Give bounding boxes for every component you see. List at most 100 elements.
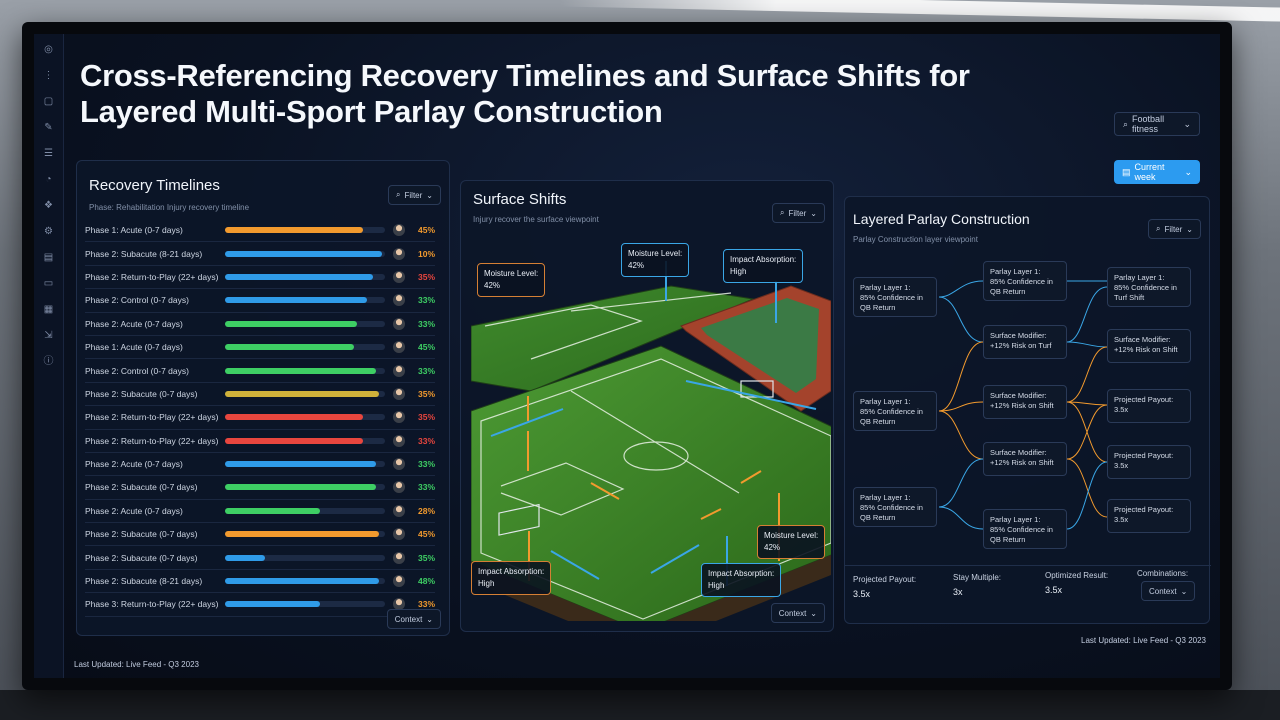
- impact-callout-2[interactable]: Impact Absorption: High: [471, 561, 552, 595]
- recovery-row[interactable]: Phase 2: Return-to-Play (22+ days)33%: [85, 430, 435, 453]
- top-select[interactable]: ⌕ Football fitness ⌄: [1114, 112, 1200, 136]
- surface-context-label: Context: [778, 608, 807, 618]
- recovery-row[interactable]: Phase 2: Subacute (0-7 days)35%: [85, 546, 435, 570]
- recovery-row-label: Phase 2: Acute (0-7 days): [85, 459, 183, 470]
- recovery-row[interactable]: Phase 1: Acute (0-7 days) 45%: [85, 219, 435, 243]
- footer-right: Last Updated: Live Feed - Q3 2023: [1081, 636, 1206, 645]
- export-icon[interactable]: ⇲: [44, 330, 53, 341]
- recovery-progress-fill: [225, 227, 364, 234]
- parlay-node-a3[interactable]: Parlay Layer 1: 85% Confidence in QB Ret…: [853, 487, 937, 527]
- settings-icon[interactable]: ⚙: [44, 226, 53, 237]
- recovery-progress-track: [225, 554, 385, 561]
- pitch-lines: [480, 292, 831, 620]
- surface-subtitle: Injury recover the surface viewpoint: [473, 215, 599, 224]
- parlay-node-c2[interactable]: Surface Modifier: +12% Risk on Shift: [1107, 329, 1191, 363]
- dashboard-icon[interactable]: ◎: [44, 44, 53, 55]
- recovery-row-percent: 45%: [417, 225, 435, 236]
- chevron-down-icon: ⌄: [1184, 166, 1192, 177]
- parlay-node-a1[interactable]: Parlay Layer 1: 85% Confidence in QB Ret…: [853, 277, 937, 317]
- layers-icon[interactable]: ❖: [44, 200, 53, 211]
- parlay-node-c3[interactable]: Projected Payout: 3.5x: [1107, 389, 1191, 423]
- recovery-row[interactable]: Phase 2: Subacute (0-7 days)35%: [85, 383, 435, 407]
- recovery-row[interactable]: Phase 2: Return-to-Play (22+ days)35%: [85, 406, 435, 430]
- parlay-panel: Layered Parlay Construction Parlay Const…: [844, 196, 1211, 624]
- recovery-progress-fill: [225, 484, 376, 491]
- recovery-row-percent: 33%: [417, 482, 435, 493]
- info-icon[interactable]: ⓘ: [43, 356, 54, 367]
- recovery-row-label: Phase 2: Return-to-Play (22+ days): [85, 412, 219, 423]
- search-icon: ⌕: [1123, 118, 1129, 129]
- recovery-row[interactable]: Phase 2: Subacute (8-21 days)48%: [85, 570, 435, 594]
- surface-context-dropdown[interactable]: Context ⌄: [770, 603, 825, 623]
- desk-edge: [0, 690, 1280, 720]
- recovery-row[interactable]: Phase 2: Subacute (0-7 days)33%: [85, 476, 435, 500]
- recovery-row[interactable]: Phase 2: Acute (0-7 days)33%: [85, 453, 435, 477]
- recovery-subtitle: Phase: Rehabilitation Injury recovery ti…: [89, 203, 250, 212]
- stat-label-0: Projected Payout:: [853, 575, 917, 584]
- parlay-node-b2[interactable]: Surface Modifier: +12% Risk on Turf: [983, 325, 1067, 359]
- impact-callout-1[interactable]: Impact Absorption: High: [723, 249, 804, 283]
- surface-title: Surface Shifts: [473, 191, 567, 208]
- recovery-row-percent: 33%: [417, 435, 435, 446]
- parlay-node-b5[interactable]: Parlay Layer 1: 85% Confidence in QB Ret…: [983, 509, 1067, 549]
- parlay-node-a2[interactable]: Parlay Layer 1: 85% Confidence in QB Ret…: [853, 391, 937, 431]
- recovery-row-percent: 33%: [417, 599, 435, 610]
- chevron-down-icon: ⌄: [810, 208, 817, 218]
- recovery-progress-fill: [225, 461, 376, 468]
- folder-icon[interactable]: ▭: [43, 278, 54, 289]
- recovery-progress-track: [225, 484, 385, 491]
- pen-icon[interactable]: ✎: [44, 122, 53, 133]
- recovery-filter[interactable]: ⌕ Filter ⌄: [388, 185, 441, 205]
- parlay-node-c4[interactable]: Projected Payout: 3.5x: [1107, 445, 1191, 479]
- recovery-row-label: Phase 1: Acute (0-7 days): [85, 225, 183, 236]
- recovery-row-label: Phase 2: Subacute (0-7 days): [85, 388, 198, 399]
- parlay-node-c1[interactable]: Parlay Layer 1: 85% Confidence in Turf S…: [1107, 267, 1191, 307]
- recovery-row[interactable]: Phase 3: Return-to-Play (22+ days)33%: [85, 593, 435, 617]
- moisture-callout-2[interactable]: Moisture Level: 42%: [621, 243, 690, 277]
- avatar: [393, 364, 405, 377]
- parlay-node-c5[interactable]: Projected Payout: 3.5x: [1107, 499, 1191, 533]
- book-icon[interactable]: ▤: [43, 252, 54, 263]
- recovery-progress-track: [225, 578, 385, 585]
- recovery-row[interactable]: Phase 2: Subacute (0-7 days)45%: [85, 523, 435, 547]
- moisture-callout-3[interactable]: Moisture Level: 42%: [757, 525, 826, 559]
- recovery-row[interactable]: Phase 1: Acute (0-7 days)45%: [85, 336, 435, 360]
- parlay-node-b4[interactable]: Surface Modifier: +12% Risk on Shift: [983, 442, 1067, 476]
- impact-callout-3[interactable]: Impact Absorption: High: [701, 563, 782, 597]
- recovery-row[interactable]: Phase 2: Acute (0-7 days)28%: [85, 500, 435, 524]
- recovery-row[interactable]: Phase 2: Subacute (8-21 days)10%: [85, 242, 435, 266]
- stat-value-2: 3.5x: [1045, 585, 1063, 595]
- parlay-node-b1[interactable]: Parlay Layer 1: 85% Confidence in QB Ret…: [983, 261, 1067, 301]
- moisture-callout-1[interactable]: Moisture Level: 42%: [477, 263, 546, 297]
- recovery-row[interactable]: Phase 2: Return-to-Play (22+ days)35%: [85, 266, 435, 290]
- parlay-context-label: Context: [1149, 586, 1177, 596]
- recovery-progress-track: [225, 297, 385, 304]
- recovery-progress-track: [225, 250, 385, 257]
- chevron-down-icon: ⌄: [426, 190, 433, 200]
- calendar-small-icon: ▤: [1122, 166, 1131, 177]
- more-icon[interactable]: ⋮: [43, 70, 54, 81]
- recovery-context-dropdown[interactable]: Context ⌄: [386, 609, 441, 629]
- surface-filter[interactable]: ⌕ Filter ⌄: [772, 203, 825, 223]
- avatar: [393, 341, 405, 354]
- recovery-row[interactable]: Phase 2: Control (0-7 days)33%: [85, 289, 435, 313]
- recovery-filter-label: Filter: [404, 190, 423, 200]
- recovery-row-label: Phase 2: Control (0-7 days): [85, 295, 189, 306]
- parlay-filter[interactable]: ⌕ Filter ⌄: [1148, 219, 1201, 239]
- recovery-panel: Recovery Timelines Phase: Rehabilitation…: [76, 160, 450, 636]
- avatar: [393, 434, 405, 447]
- chart-icon[interactable]: ◔: [45, 174, 52, 185]
- dashboard-screen: ◎ ⋮ ▢ ✎ ☰ ◔ ❖ ⚙ ▤ ▭ ▦ ⇲ ⓘ Cross-Referenc…: [34, 34, 1220, 678]
- recovery-row[interactable]: Phase 2: Acute (0-7 days)33%: [85, 313, 435, 336]
- recovery-row-label: Phase 2: Acute (0-7 days): [85, 318, 183, 329]
- grid-icon[interactable]: ▢: [43, 96, 54, 107]
- primary-button[interactable]: ▤ Current week ⌄: [1114, 160, 1200, 184]
- avatar: [393, 294, 405, 307]
- calendar-icon[interactable]: ▦: [43, 304, 54, 315]
- title-line-2: Layered Multi-Sport Parlay Construction: [80, 94, 663, 129]
- recovery-row[interactable]: Phase 2: Control (0-7 days)33%: [85, 359, 435, 383]
- parlay-context-dropdown[interactable]: Context ⌄: [1141, 581, 1196, 601]
- list-icon[interactable]: ☰: [44, 148, 53, 159]
- search-icon: ⌕: [1156, 224, 1161, 233]
- parlay-node-b3[interactable]: Surface Modifier: +12% Risk on Shift: [983, 385, 1067, 419]
